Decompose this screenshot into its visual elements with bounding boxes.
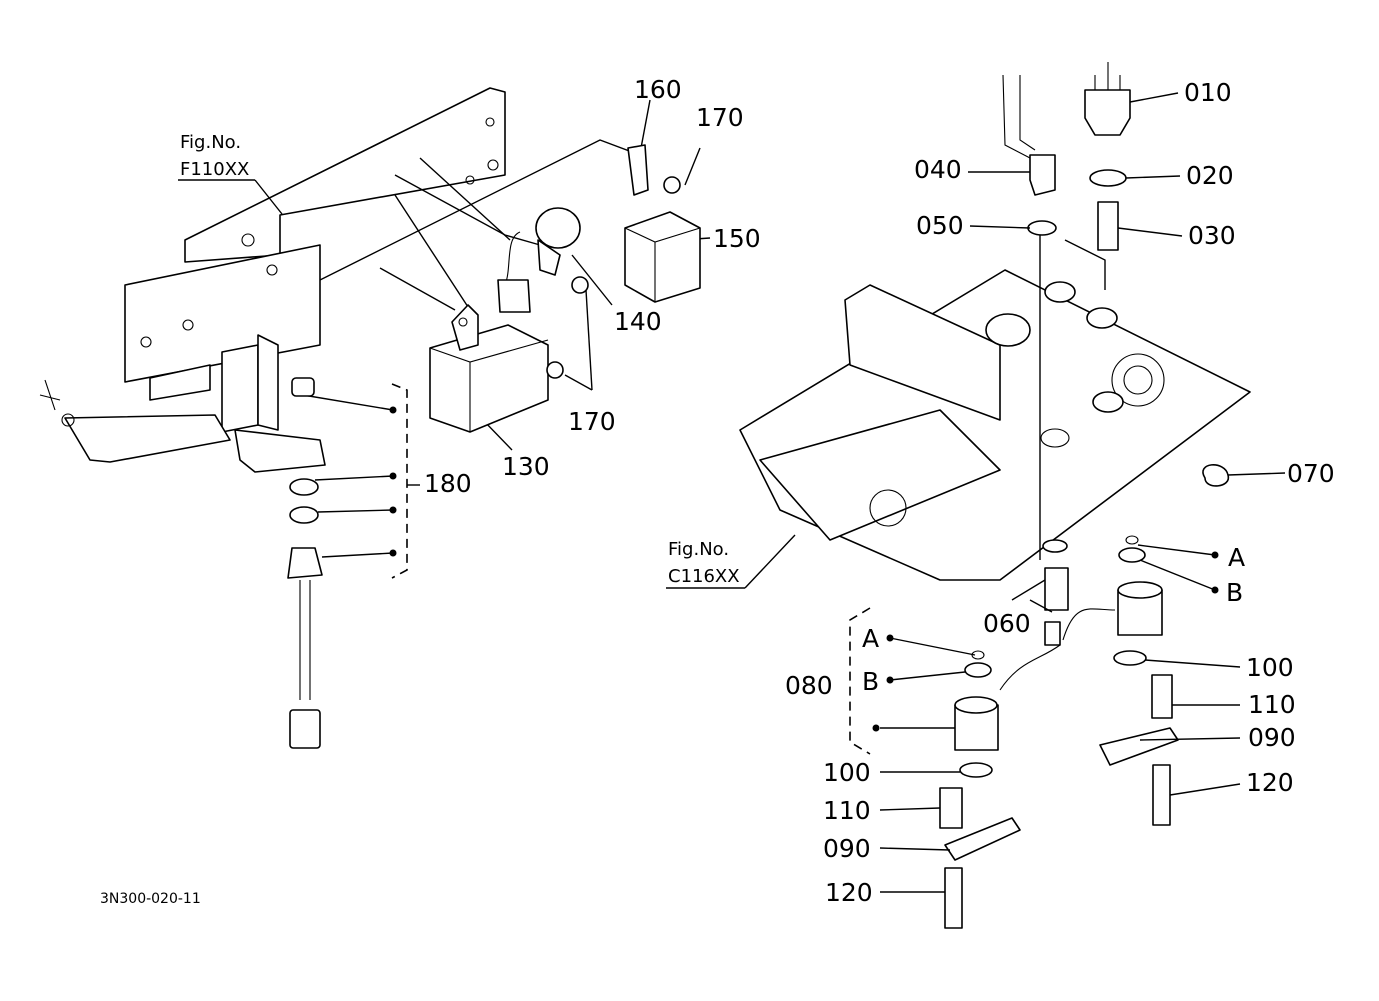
relay-150 <box>624 144 701 303</box>
label-110-left: 110 <box>823 796 871 825</box>
label-100-left: 100 <box>823 758 871 787</box>
label-180: 180 <box>424 469 472 498</box>
label-130: 130 <box>502 452 550 481</box>
switch-010 <box>1084 62 1131 136</box>
label-010: 010 <box>1184 78 1232 107</box>
group-bracket-080 <box>849 607 871 755</box>
solenoid-080-right <box>1099 535 1179 826</box>
label-120-right: 120 <box>1246 768 1294 797</box>
ref-label-b-right: B <box>1226 578 1243 607</box>
sensor-040 <box>1002 74 1056 196</box>
fig-ref-1-code: F110XX <box>180 159 249 180</box>
right-leaders <box>744 92 1286 893</box>
washer-020 <box>1089 169 1127 187</box>
label-170-top: 170 <box>696 103 744 132</box>
washer-050 <box>1027 220 1057 236</box>
part-labels: 010 020 030 040 050 060 070 080 090 090 … <box>424 75 1335 907</box>
label-100-right: 100 <box>1246 653 1294 682</box>
sensor-060 <box>1042 539 1069 646</box>
label-080: 080 <box>785 671 833 700</box>
fig-ref-2-code: C116XX <box>668 566 740 587</box>
solenoid-080-left <box>939 650 1021 929</box>
label-170-bottom: 170 <box>568 407 616 436</box>
label-060: 060 <box>983 609 1031 638</box>
fig-ref-2-title: Fig.No. <box>668 539 729 560</box>
label-090-left: 090 <box>823 834 871 863</box>
left-leaders <box>254 99 711 558</box>
label-040: 040 <box>914 155 962 184</box>
group-bracket-180 <box>391 383 408 579</box>
label-140: 140 <box>614 307 662 336</box>
clip-070 <box>1202 464 1229 487</box>
label-150: 150 <box>713 224 761 253</box>
component-140 <box>497 207 589 313</box>
label-120-left: 120 <box>825 878 873 907</box>
fig-ref-1-title: Fig.No. <box>180 132 241 153</box>
label-030: 030 <box>1188 221 1236 250</box>
label-110-right: 110 <box>1248 690 1296 719</box>
switch-180 <box>287 377 323 749</box>
label-160: 160 <box>634 75 682 104</box>
bracket-assembly <box>39 87 506 473</box>
pin-030 <box>1097 201 1119 251</box>
ref-label-b-left: B <box>862 667 879 696</box>
label-070: 070 <box>1287 459 1335 488</box>
figure-references: Fig.No. F110XX Fig.No. C116XX <box>178 132 745 589</box>
unit-130 <box>429 304 564 433</box>
valve-housing <box>739 269 1251 581</box>
label-050: 050 <box>916 211 964 240</box>
label-020: 020 <box>1186 161 1234 190</box>
drawing-code: 3N300-020-11 <box>100 891 201 907</box>
ref-label-a-left: A <box>862 624 879 653</box>
ref-label-a-right: A <box>1228 543 1245 572</box>
label-090-right: 090 <box>1248 723 1296 752</box>
